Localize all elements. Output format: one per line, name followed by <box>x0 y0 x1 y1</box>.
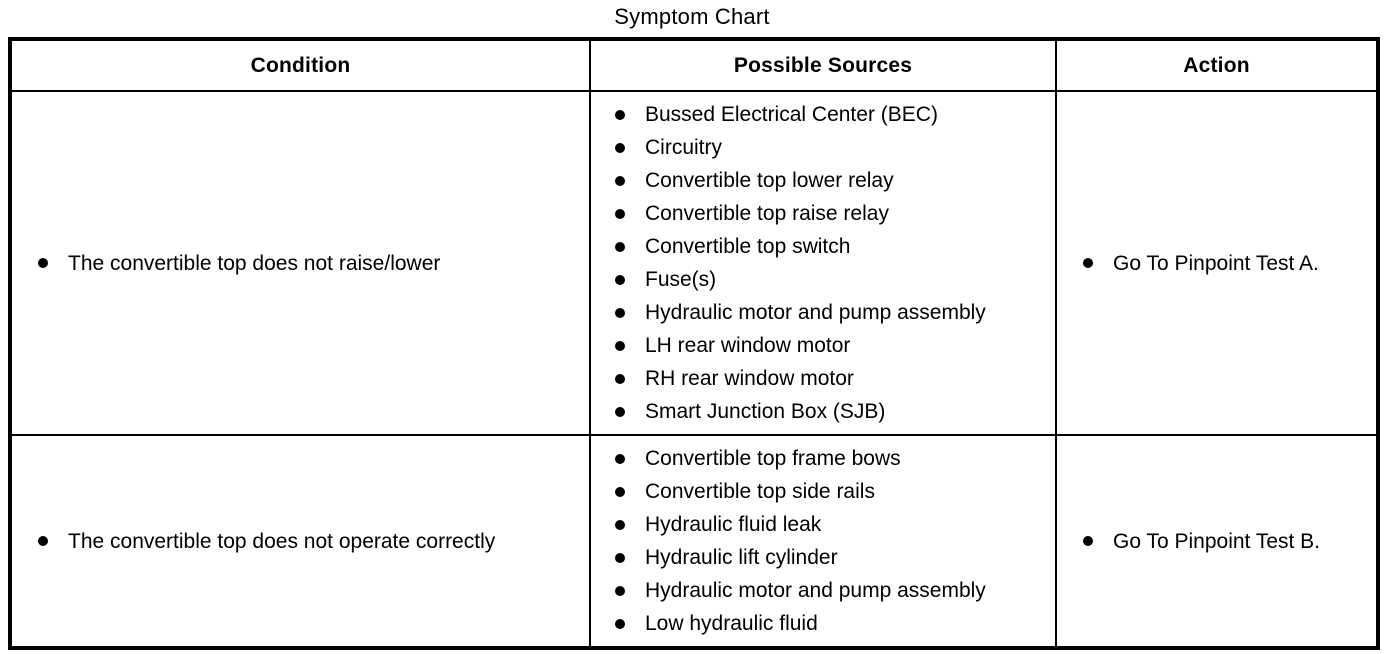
source-text: Low hydraulic fluid <box>645 612 818 635</box>
table-header-row: Condition Possible Sources Action <box>9 38 1379 92</box>
source-list-item: Circuitry <box>615 131 1055 164</box>
source-item: Hydraulic motor and pump assembly <box>615 574 1055 607</box>
table-row: The convertible top does not raise/lower… <box>9 90 1379 436</box>
bullet-icon <box>615 340 625 351</box>
source-list-item: Convertible top frame bows <box>615 442 1055 475</box>
source-item: Smart Junction Box (SJB) <box>615 395 1055 428</box>
source-list-item: Bussed Electrical Center (BEC) <box>615 98 1055 131</box>
source-item: Convertible top lower relay <box>615 164 1055 197</box>
action-item: Go To Pinpoint Test A. <box>1057 247 1376 280</box>
source-text: Convertible top raise relay <box>645 202 889 225</box>
source-text: RH rear window motor <box>645 367 854 390</box>
source-list-item: Hydraulic motor and pump assembly <box>615 574 1055 607</box>
column-header-action: Action <box>1055 38 1379 92</box>
bullet-icon <box>615 519 625 530</box>
column-header-condition: Condition <box>9 38 591 92</box>
condition-item: The convertible top does not operate cor… <box>12 525 589 558</box>
bullet-icon <box>1083 536 1093 546</box>
source-item: Bussed Electrical Center (BEC) <box>615 98 1055 131</box>
bullet-icon <box>1083 258 1093 268</box>
source-item: Convertible top switch <box>615 230 1055 263</box>
bullet-icon <box>615 241 625 252</box>
bullet-icon <box>615 307 625 318</box>
source-text: Hydraulic motor and pump assembly <box>645 579 986 602</box>
source-text: Hydraulic motor and pump assembly <box>645 301 986 324</box>
source-list-item: Smart Junction Box (SJB) <box>615 395 1055 428</box>
source-item: Hydraulic lift cylinder <box>615 541 1055 574</box>
symptom-chart-table: Condition Possible Sources Action The co… <box>8 37 1380 650</box>
source-list-item: Convertible top switch <box>615 230 1055 263</box>
table-body: The convertible top does not raise/lower… <box>9 90 1379 649</box>
action-cell: Go To Pinpoint Test A. <box>1055 90 1379 436</box>
condition-text: The convertible top does not operate cor… <box>68 529 496 553</box>
bullet-icon <box>615 175 625 186</box>
source-list-item: Hydraulic fluid leak <box>615 508 1055 541</box>
column-header-possible-sources: Possible Sources <box>589 38 1057 92</box>
source-item: RH rear window motor <box>615 362 1055 395</box>
bullet-icon <box>615 453 625 464</box>
action-cell: Go To Pinpoint Test B. <box>1055 434 1379 649</box>
source-text: Circuitry <box>645 136 722 159</box>
source-item: LH rear window motor <box>615 329 1055 362</box>
bullet-icon <box>38 258 48 268</box>
source-list-item: Fuse(s) <box>615 263 1055 296</box>
bullet-icon <box>615 373 625 384</box>
bullet-icon <box>615 274 625 285</box>
source-item: Fuse(s) <box>615 263 1055 296</box>
bullet-icon <box>615 109 625 120</box>
source-list-item: Hydraulic lift cylinder <box>615 541 1055 574</box>
condition-cell: The convertible top does not operate cor… <box>9 434 591 649</box>
source-item: Hydraulic motor and pump assembly <box>615 296 1055 329</box>
source-list-item: RH rear window motor <box>615 362 1055 395</box>
source-list-item: LH rear window motor <box>615 329 1055 362</box>
source-text: Bussed Electrical Center (BEC) <box>645 103 938 126</box>
action-item: Go To Pinpoint Test B. <box>1057 525 1376 558</box>
bullet-icon <box>615 208 625 219</box>
source-text: Convertible top lower relay <box>645 169 894 192</box>
bullet-icon <box>615 552 625 563</box>
condition-text: The convertible top does not raise/lower <box>68 251 441 275</box>
source-text: Hydraulic fluid leak <box>645 513 822 536</box>
bullet-icon <box>615 618 625 629</box>
source-text: Hydraulic lift cylinder <box>645 546 838 569</box>
source-item: Convertible top raise relay <box>615 197 1055 230</box>
condition-item: The convertible top does not raise/lower <box>12 247 589 280</box>
source-list-item: Hydraulic motor and pump assembly <box>615 296 1055 329</box>
source-text: Convertible top frame bows <box>645 447 901 470</box>
source-text: LH rear window motor <box>645 334 851 357</box>
source-list-item: Convertible top raise relay <box>615 197 1055 230</box>
source-item: Circuitry <box>615 131 1055 164</box>
source-text: Smart Junction Box (SJB) <box>645 400 886 423</box>
source-text: Convertible top switch <box>645 235 851 258</box>
bullet-icon <box>615 406 625 417</box>
source-list-item: Convertible top side rails <box>615 475 1055 508</box>
source-item: Low hydraulic fluid <box>615 607 1055 640</box>
source-item: Convertible top frame bows <box>615 442 1055 475</box>
action-text: Go To Pinpoint Test A. <box>1113 251 1319 275</box>
source-text: Fuse(s) <box>645 268 717 291</box>
condition-cell: The convertible top does not raise/lower <box>9 90 591 436</box>
bullet-icon <box>38 536 48 546</box>
action-text: Go To Pinpoint Test B. <box>1113 529 1321 553</box>
source-text: Convertible top side rails <box>645 480 875 503</box>
source-list-item: Low hydraulic fluid <box>615 607 1055 640</box>
bullet-icon <box>615 142 625 153</box>
source-item: Hydraulic fluid leak <box>615 508 1055 541</box>
bullet-icon <box>615 486 625 497</box>
source-item: Convertible top side rails <box>615 475 1055 508</box>
table-row: The convertible top does not operate cor… <box>9 434 1379 649</box>
page-title: Symptom Chart <box>614 4 770 29</box>
source-list-item: Convertible top lower relay <box>615 164 1055 197</box>
bullet-icon <box>615 585 625 596</box>
